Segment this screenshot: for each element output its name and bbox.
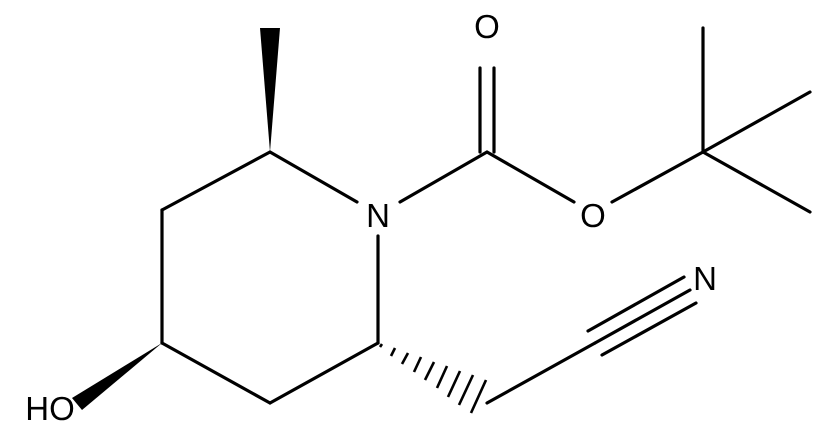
bond-c4-c3 — [160, 341, 272, 405]
bond-tbu-methyl-upper-right — [701, 90, 812, 154]
bond-ch2-cn — [485, 341, 597, 405]
bonds — [160, 26, 812, 405]
bond-n-carbonyl — [398, 150, 489, 204]
hashed-wedge-bond — [378, 343, 488, 414]
bond-nitrile-triple-1 — [586, 275, 686, 333]
bond-carbonyl-ester-o — [485, 150, 576, 204]
atom-label-ring-nitrogen: N — [366, 197, 390, 234]
bond-nitrile-triple-3 — [600, 301, 698, 357]
bond-tbu-methyl-lower-right — [701, 150, 812, 214]
wedge-bond-methyl — [260, 28, 280, 152]
atom-label-ester-oxygen: O — [580, 197, 606, 234]
atom-label-nitrile-nitrogen: N — [693, 260, 717, 297]
bond-c3-c2 — [268, 341, 380, 405]
bond-ester-o-tbu — [610, 150, 705, 204]
atom-label-carbonyl-oxygen: O — [474, 8, 500, 45]
wedge-bond-hydroxyl — [72, 343, 162, 410]
bond-c6-c5 — [160, 150, 272, 212]
bond-nitrile-triple-2 — [593, 288, 692, 345]
bond-c6-n — [268, 150, 359, 204]
atom-label-hydroxyl: HO — [25, 390, 75, 427]
